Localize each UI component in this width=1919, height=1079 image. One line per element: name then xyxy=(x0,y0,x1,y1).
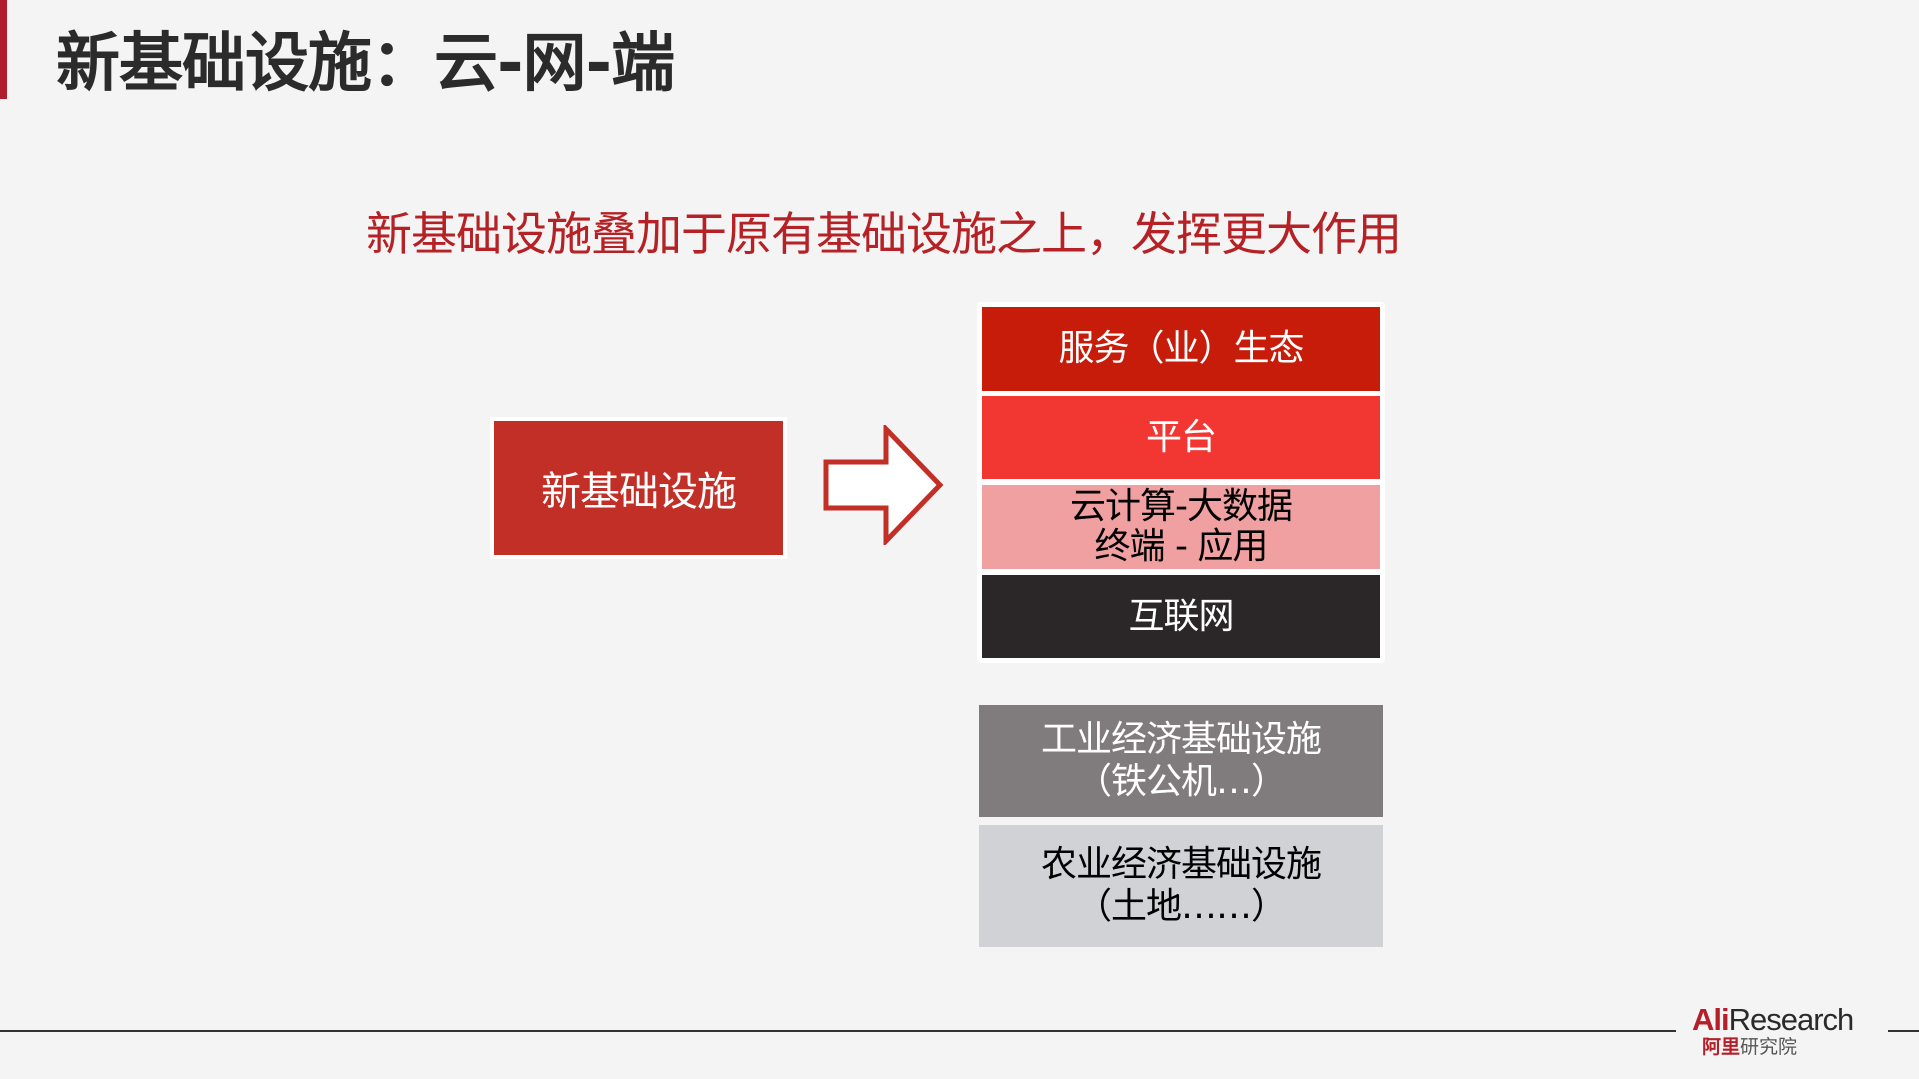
legacy-label-line-2: （土地……） xyxy=(1075,886,1287,927)
slide-title: 新基础设施：云-网-端 xyxy=(56,27,675,101)
layer-cloud-bigdata-terminal: 云计算-大数据 终端 - 应用 xyxy=(982,485,1380,569)
right-arrow-outline-icon xyxy=(823,425,944,545)
aliresearch-logo: AliResearch 阿里研究院 xyxy=(1692,1004,1882,1064)
layer-label: 互联网 xyxy=(1128,595,1234,637)
industrial-infrastructure-box: 工业经济基础设施 （铁公机…） xyxy=(979,705,1383,817)
agricultural-infrastructure-box: 农业经济基础设施 （土地……） xyxy=(979,825,1383,947)
logo-cn-ali: 阿里 xyxy=(1702,1036,1741,1058)
logo-cn-institute: 研究院 xyxy=(1740,1036,1798,1058)
layer-service-ecosystem: 服务（业）生态 xyxy=(982,307,1380,391)
layer-label-line-2: 终端 - 应用 xyxy=(1094,526,1269,567)
title-accent-bar xyxy=(0,0,7,99)
layer-internet: 互联网 xyxy=(982,575,1380,658)
footer-divider-left xyxy=(0,1030,1676,1032)
slide-subtitle: 新基础设施叠加于原有基础设施之上，发挥更大作用 xyxy=(366,207,1402,261)
footer-divider-right xyxy=(1888,1030,1919,1032)
legacy-label-line-1: 农业经济基础设施 xyxy=(1040,844,1322,885)
legacy-label-line-1: 工业经济基础设施 xyxy=(1040,719,1322,760)
layer-label: 服务（业）生态 xyxy=(1058,328,1304,369)
new-infrastructure-label: 新基础设施 xyxy=(494,421,783,555)
logo-ali: Ali xyxy=(1692,1002,1730,1037)
layer-platform: 平台 xyxy=(982,396,1380,479)
new-infrastructure-box: 新基础设施 xyxy=(490,417,787,559)
new-infrastructure-stack: 服务（业）生态 平台 云计算-大数据 终端 - 应用 互联网 xyxy=(977,302,1385,663)
layer-label: 平台 xyxy=(1145,416,1217,458)
logo-research: Research xyxy=(1728,1002,1855,1037)
legacy-label-line-2: （铁公机…） xyxy=(1075,761,1287,802)
layer-label-line-1: 云计算-大数据 xyxy=(1070,486,1293,527)
